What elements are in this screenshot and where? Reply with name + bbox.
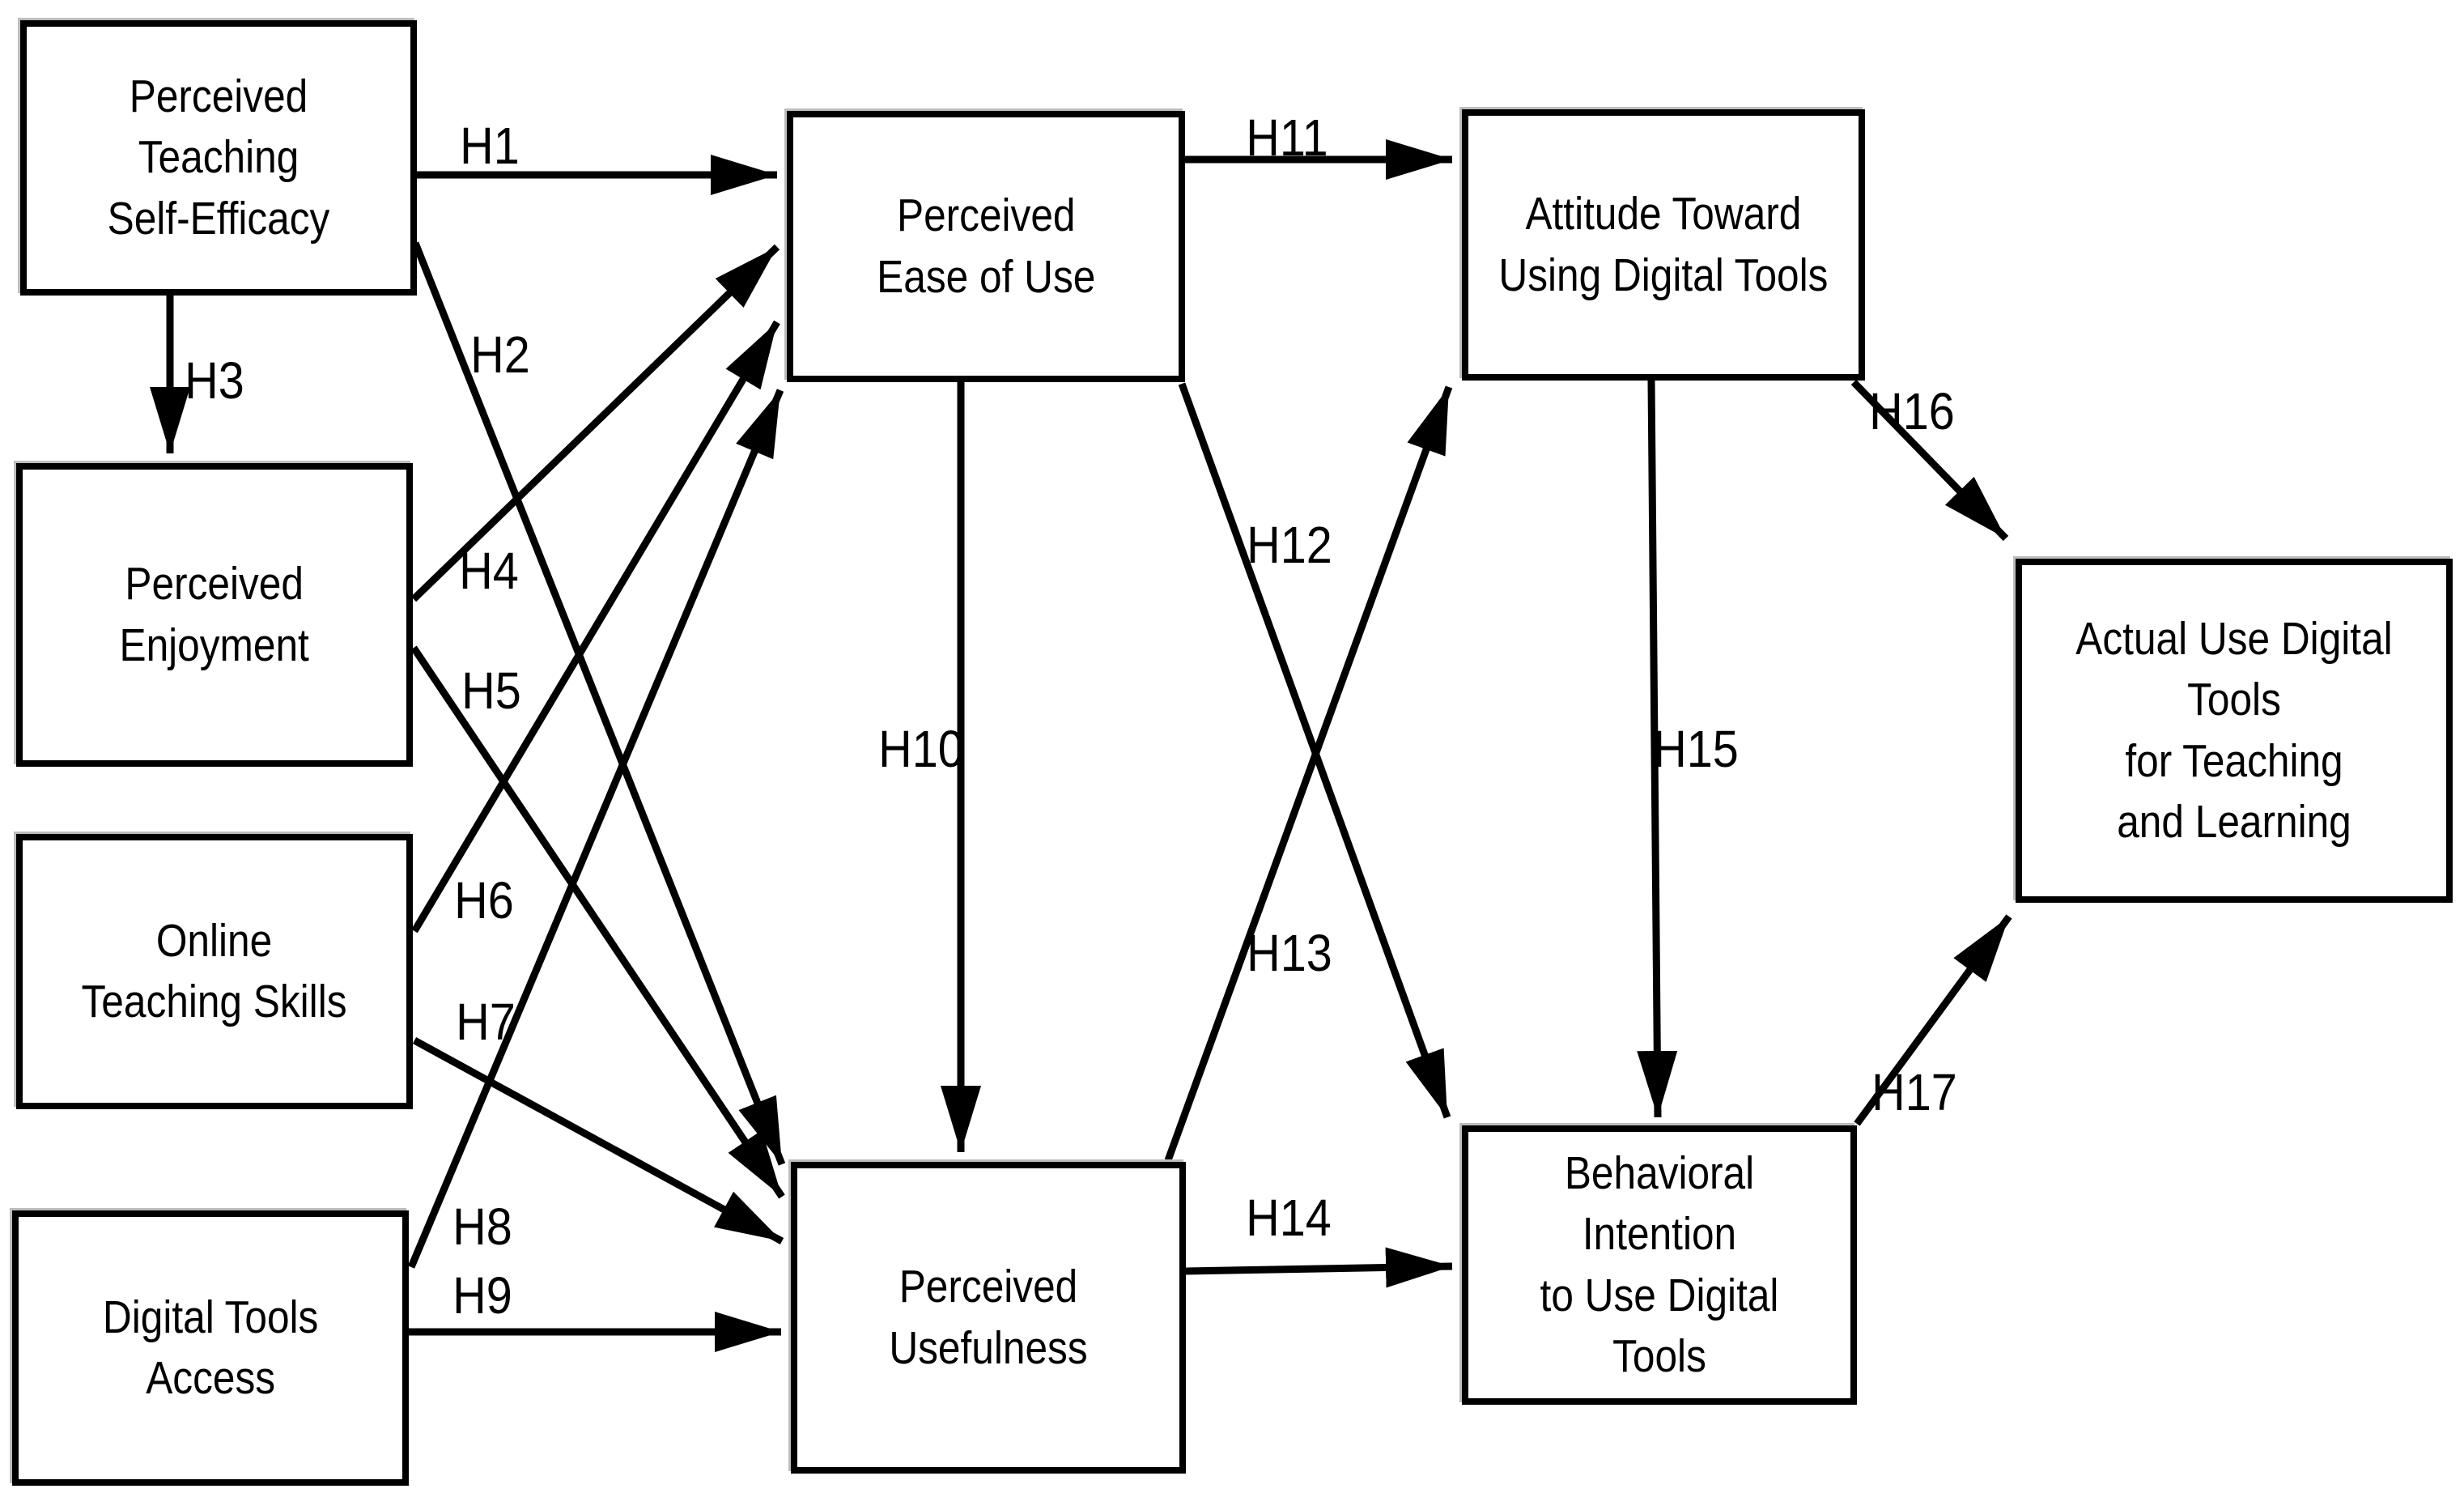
edge-label-H2: H2 [470,325,530,384]
edge-label-H3: H3 [185,351,244,410]
edge-arrow-H8 [407,389,784,1269]
node-ptse: Perceived Teaching Self-Efficacy [20,20,417,296]
node-dta: Digital Tools Access [12,1210,409,1486]
node-pe: Perceived Enjoyment [16,463,413,767]
edge-label-H8: H8 [452,1197,512,1256]
edge-arrow-H6 [411,320,780,934]
edge-label-H15: H15 [1653,720,1739,778]
edge-label-H6: H6 [454,871,514,929]
edge-label-H14: H14 [1246,1189,1332,1247]
edge-arrow-H16 [1850,379,2009,542]
edge-arrow-H13 [1164,385,1453,1162]
edge-arrow-H4 [410,244,780,602]
edge-label-H17: H17 [1871,1063,1957,1121]
node-att: Attitude Toward Using Digital Tools [1462,109,1865,381]
edge-arrow-H17 [1854,914,2012,1126]
node-label-pe: Perceived Enjoyment [119,558,310,671]
edge-arrow-H5 [410,645,785,1199]
node-peou: Perceived Ease of Use [787,111,1185,382]
node-label-ots: Online Teaching Skills [81,914,347,1027]
node-label-pu: Perceived Usefulness [889,1261,1088,1374]
edge-arrow-H14 [1185,1247,1453,1288]
node-label-dta: Digital Tools Access [102,1291,319,1404]
edge-arrow-H7 [412,1037,784,1244]
node-ots: Online Teaching Skills [16,834,413,1109]
node-label-ptse: Perceived Teaching Self-Efficacy [107,70,330,245]
edge-label-H13: H13 [1247,924,1332,982]
edge-label-H7: H7 [456,993,516,1051]
node-au: Actual Use Digital Tools for Teaching an… [2016,559,2453,903]
node-label-au: Actual Use Digital Tools for Teaching an… [2075,613,2393,848]
edge-label-H10: H10 [878,720,964,778]
node-pu: Perceived Usefulness [791,1162,1186,1474]
edge-label-H11: H11 [1246,108,1328,167]
edge-label-H1: H1 [460,117,520,175]
node-label-peou: Perceived Ease of Use [876,189,1096,303]
node-label-att: Attitude Toward Using Digital Tools [1498,188,1829,301]
edge-label-H9: H9 [452,1266,512,1325]
node-bi: Behavioral Intention to Use Digital Tool… [1462,1125,1857,1405]
edge-label-H4: H4 [459,542,519,600]
edge-label-H16: H16 [1869,382,1955,440]
edge-arrow-H2 [411,241,786,1166]
edge-label-H5: H5 [461,661,521,720]
edge-label-H12: H12 [1247,516,1332,574]
node-label-bi: Behavioral Intention to Use Digital Tool… [1540,1147,1779,1382]
edge-arrow-H15 [1637,380,1678,1118]
